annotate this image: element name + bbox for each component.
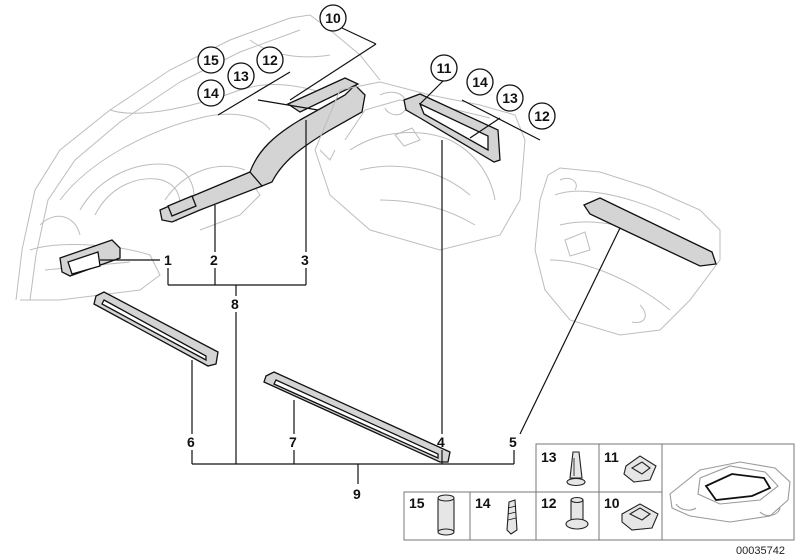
- callout-14-right: 14: [472, 74, 488, 90]
- trim-part-1: [59, 239, 121, 277]
- sill-strip-6: [93, 291, 219, 367]
- legend-box-15: [403, 491, 471, 541]
- callout-12-left: 12: [262, 52, 278, 68]
- pin-13-icon: [566, 451, 586, 487]
- callout-labels: 1 2 3 8 6 7 4 5 9: [164, 252, 517, 502]
- legend-box-12: [535, 491, 600, 541]
- callout-6: 6: [187, 434, 195, 450]
- legend-label-12: 12: [541, 495, 557, 511]
- callout-12-right: 12: [534, 108, 550, 124]
- screw-14-icon: [506, 499, 518, 535]
- reference-number: 00035742: [736, 545, 785, 557]
- legend-label-14: 14: [475, 495, 491, 511]
- callout-15-left: 15: [203, 52, 219, 68]
- dashboard-illustration: [15, 14, 381, 301]
- sill-strip-7: [263, 371, 451, 463]
- trim-part-2: [159, 171, 263, 223]
- callout-9: 9: [353, 486, 361, 502]
- legend-box-car: [661, 443, 795, 541]
- legend-box-14: [469, 491, 537, 541]
- circled-callouts: 10 15 13 12 14 11 14 13 12: [197, 4, 556, 130]
- callout-8: 8: [231, 296, 239, 312]
- callout-2: 2: [210, 252, 218, 268]
- legend-label-11: 11: [604, 449, 619, 465]
- callout-14-left: 14: [203, 85, 219, 101]
- clip-11-icon: [623, 455, 657, 483]
- legend-label-13: 13: [541, 449, 557, 465]
- callout-13-right: 13: [502, 90, 518, 106]
- callout-4: 4: [437, 434, 445, 450]
- callout-3: 3: [301, 252, 309, 268]
- trim-part-4: [403, 93, 501, 163]
- legend-label-15: 15: [409, 495, 425, 511]
- sleeve-15-icon: [437, 494, 455, 536]
- callout-1: 1: [164, 252, 172, 268]
- trim-part-5: [583, 197, 717, 267]
- trim-part-3: [249, 77, 366, 187]
- car-silhouette-icon: [669, 461, 791, 523]
- front-door-illustration: [314, 81, 526, 251]
- clip-10-icon: [621, 503, 659, 531]
- callout-5: 5: [509, 434, 517, 450]
- callout-13-left: 13: [233, 68, 249, 84]
- legend-panel: 13 11 12 10 15 14: [403, 443, 795, 541]
- callout-7: 7: [289, 434, 297, 450]
- callout-10: 10: [325, 10, 341, 26]
- stud-12-icon: [565, 496, 589, 530]
- leader-lines: [100, 27, 621, 484]
- callout-11: 11: [437, 60, 452, 76]
- legend-label-10: 10: [604, 495, 620, 511]
